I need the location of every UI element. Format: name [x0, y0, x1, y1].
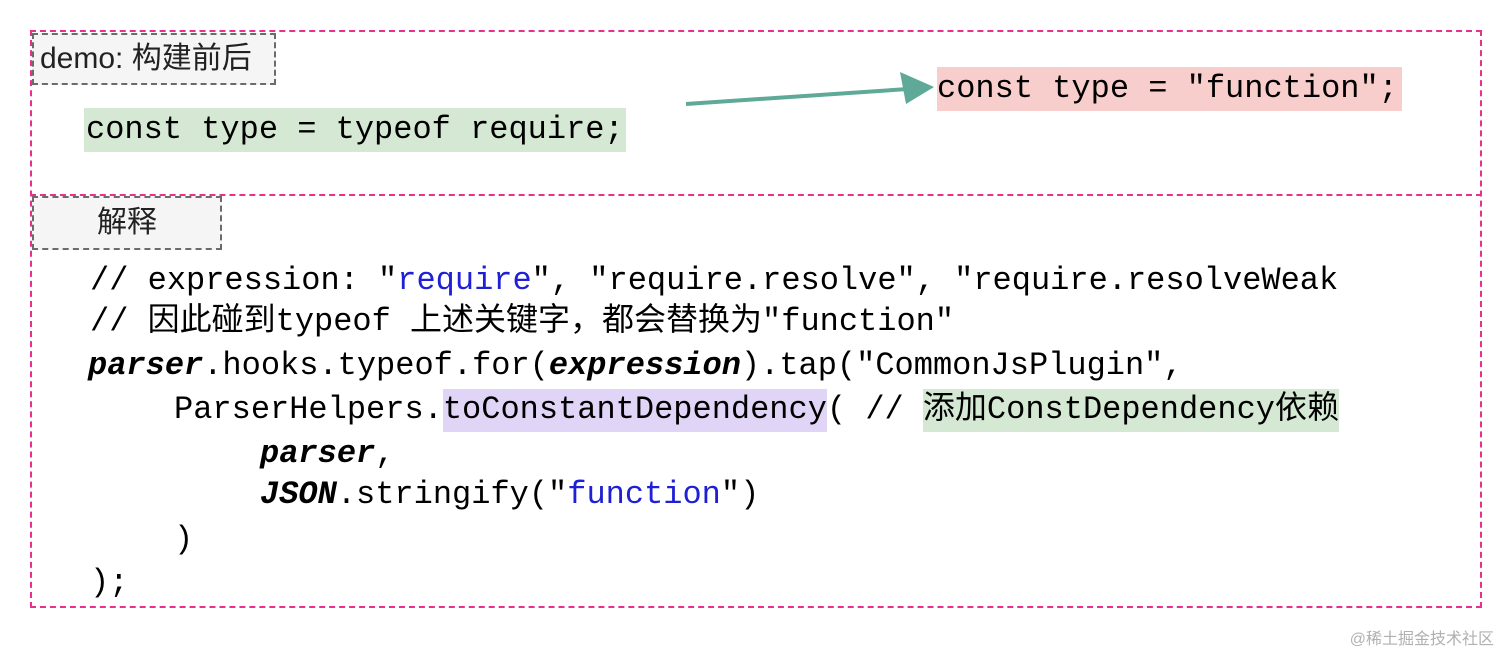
code-line-1: // expression: "require", "require.resol… [90, 262, 1339, 299]
explain-tag-label: 解释 [97, 206, 157, 239]
const-dependency-comment: 添加ConstDependency依赖 [922, 389, 1339, 432]
watermark: @稀土掘金技术社区 [1349, 631, 1494, 648]
parser-identifier: parser [88, 347, 204, 384]
explain-tag: 解释 [32, 196, 222, 250]
code-line-8: ); [90, 564, 129, 601]
function-string: function [567, 476, 721, 513]
demo-tag: demo: 构建前后 [32, 33, 276, 85]
json-identifier: JSON [260, 476, 337, 513]
code-line-4: ParserHelpers.toConstantDependency( // 添… [174, 389, 1339, 432]
code-line-2: // 因此碰到typeof 上述关键字，都会替换为"function" [90, 303, 955, 340]
require-keyword: require [397, 262, 532, 299]
code-line-6: JSON.stringify("function") [260, 476, 760, 513]
code-line-3: parser.hooks.typeof.for(expression).tap(… [88, 347, 1183, 384]
to-constant-dependency-method: toConstantDependency [442, 389, 827, 432]
expression-identifier: expression [548, 347, 741, 384]
code-line-5: parser, [260, 435, 395, 472]
parser-argument: parser [260, 435, 376, 472]
after-code: const type = "function"; [937, 67, 1402, 111]
demo-tag-label: demo: 构建前后 [40, 42, 252, 75]
before-code: const type = typeof require; [84, 108, 626, 152]
section-divider [30, 194, 1482, 196]
code-line-7: ) [174, 521, 194, 558]
diagram-frame [30, 30, 1482, 608]
